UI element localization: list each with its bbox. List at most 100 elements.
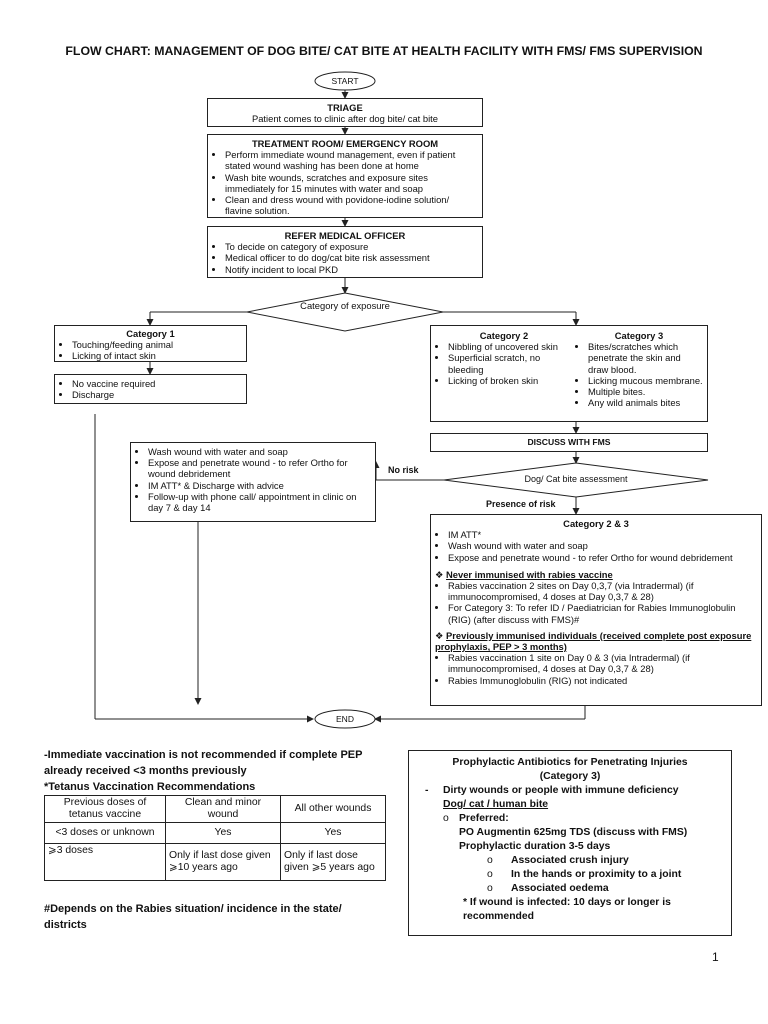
tetanus-heading: *Tetanus Vaccination Recommendations [44, 781, 256, 793]
refer-box: REFER MEDICAL OFFICER To decide on categ… [207, 226, 483, 278]
no-risk-action-box: Wash wound with water and soap Expose an… [130, 442, 376, 522]
category3-heading: Category 3 [614, 330, 664, 341]
antibiotics-dash-text: Dirty wounds or people with immune defic… [443, 785, 679, 796]
category2-item: Superficial scratch, no bleeding [448, 352, 573, 374]
category1-item: Touching/feeding animal [72, 339, 242, 350]
condition-text: In the hands or proximity to a joint [511, 869, 682, 880]
table-header-cell: All other wounds [280, 795, 386, 823]
category2-3-box: Category 2 Nibbling of uncovered skin Su… [430, 325, 708, 422]
circle-bullet-icon: o [487, 855, 493, 866]
category3-item: Multiple bites. [588, 386, 703, 397]
category-decision-diamond [246, 292, 444, 332]
never-immunised-item: Rabies vaccination 2 sites on Day 0,3,7 … [448, 580, 757, 602]
table-cell: <3 doses or unknown [44, 822, 166, 844]
refer-heading: REFER MEDICAL OFFICER [284, 230, 406, 241]
preferred-label: Preferred: [459, 813, 509, 824]
pep-note-line1: -Immediate vaccination is not recommende… [44, 749, 363, 761]
triage-box: TRIAGE Patient comes to clinic after dog… [207, 98, 483, 127]
table-cell: Yes [280, 822, 386, 844]
antibiotics-duration: Prophylactic duration 3-5 days [459, 841, 611, 852]
category1-action-item: No vaccine required [72, 378, 242, 389]
never-immunised-heading: Never immunised with rabies vaccine [446, 568, 613, 580]
end-label: END [336, 714, 354, 724]
never-immunised-item: For Category 3: To refer ID / Paediatric… [448, 602, 757, 624]
antibiotics-heading: Prophylactic Antibiotics for Penetrating… [452, 757, 688, 768]
previously-immunised-heading: Previously immunised individuals (receiv… [435, 629, 752, 653]
table-row: ⩾3 doses Only if last dose given ⩾10 yea… [44, 843, 386, 881]
category2-item: Licking of broken skin [448, 375, 573, 386]
triage-heading: TRIAGE [327, 102, 363, 113]
diamond-bullet-icon: ❖ [435, 568, 447, 580]
no-risk-item: Expose and penetrate wound - to refer Or… [148, 457, 371, 479]
antibiotics-subheading: (Category 3) [539, 771, 601, 782]
antibiotics-box: Prophylactic Antibiotics for Penetrating… [408, 750, 732, 936]
previously-immunised-item: Rabies Immunoglobulin (RIG) not indicate… [448, 675, 757, 686]
category2-heading: Category 2 [479, 330, 529, 341]
cat23-item: IM ATT* [448, 529, 757, 540]
treatment-item: Perform immediate wound management, even… [225, 149, 478, 171]
antibiotics-dash-item: - Dirty wounds or people with immune defi… [417, 784, 723, 798]
no-risk-item: Follow-up with phone call/ appointment i… [148, 491, 371, 513]
table-cell: Only if last dose given ⩾5 years ago [280, 843, 386, 881]
antibiotics-bite-type: Dog/ cat / human bite [443, 799, 549, 810]
antibiotics-condition: o Associated crush injury [417, 854, 723, 868]
category-decision-label: Category of exposure [300, 300, 390, 311]
category3-item: Any wild animals bites [588, 397, 703, 408]
antibiotics-preferred: o Preferred: [417, 812, 723, 826]
cat23-heading: Category 2 & 3 [563, 518, 629, 529]
start-label: START [331, 76, 359, 86]
table-header-row: Previous doses of tetanus vaccine Clean … [44, 795, 386, 823]
circle-bullet-icon: o [487, 869, 493, 880]
category3-column: Category 3 Bites/scratches which penetra… [575, 330, 703, 408]
triage-text: Patient comes to clinic after dog bite/ … [251, 113, 439, 125]
diamond-bullet-icon: ❖ [435, 629, 447, 641]
category1-action-item: Discharge [72, 389, 242, 400]
cat23-item: Wash wound with water and soap [448, 540, 757, 551]
antibiotics-infected-note: * If wound is infected: 10 days or longe… [463, 897, 671, 922]
treatment-box: TREATMENT ROOM/ EMERGENCY ROOM Perform i… [207, 134, 483, 218]
discuss-fms-box: DISCUSS WITH FMS [430, 433, 708, 452]
cat23-item: Expose and penetrate wound - to refer Or… [448, 552, 757, 563]
category3-item: Bites/scratches which penetrate the skin… [588, 341, 703, 375]
previously-immunised-section: ❖ Previously immunised individuals (rece… [435, 630, 757, 652]
antibiotics-drug: PO Augmentin 625mg TDS (discuss with FMS… [459, 827, 688, 838]
circle-bullet-icon: o [487, 883, 493, 894]
presence-of-risk-label: Presence of risk [486, 499, 556, 509]
antibiotics-condition: o Associated oedema [417, 882, 723, 896]
category2-3-management-box: Category 2 & 3 IM ATT* Wash wound with w… [430, 514, 762, 706]
antibiotics-condition: o In the hands or proximity to a joint [417, 868, 723, 882]
risk-decision-label: Dog/ Cat bite assessment [524, 474, 628, 484]
previously-immunised-item: Rabies vaccination 1 site on Day 0 & 3 (… [448, 652, 757, 674]
page-title: FLOW CHART: MANAGEMENT OF DOG BITE/ CAT … [65, 44, 703, 58]
refer-item: Notify incident to local PKD [225, 264, 478, 275]
table-cell: ⩾3 doses [44, 843, 166, 881]
circle-bullet-icon: o [443, 813, 449, 824]
refer-item: Medical officer to do dog/cat bite risk … [225, 252, 478, 263]
end-terminal [314, 709, 376, 729]
refer-item: To decide on category of exposure [225, 241, 478, 252]
never-immunised-section: ❖ Never immunised with rabies vaccine [435, 569, 757, 580]
pep-note-line2: already received <3 months previously [44, 765, 247, 777]
page-number: 1 [712, 950, 719, 964]
category1-box: Category 1 Touching/feeding animal Licki… [54, 325, 247, 362]
table-header-cell: Clean and minor wound [165, 795, 281, 823]
table-cell: Yes [165, 822, 281, 844]
condition-text: Associated oedema [511, 883, 609, 894]
no-risk-item: Wash wound with water and soap [148, 446, 371, 457]
treatment-item: Clean and dress wound with povidone-iodi… [225, 194, 478, 216]
pep-note: -Immediate vaccination is not recommende… [44, 747, 384, 795]
no-risk-label: No risk [388, 465, 419, 475]
category2-column: Category 2 Nibbling of uncovered skin Su… [435, 330, 573, 386]
treatment-heading: TREATMENT ROOM/ EMERGENCY ROOM [251, 138, 439, 149]
category1-item: Licking of intact skin [72, 350, 242, 361]
rabies-footnote: #Depends on the Rabies situation/ incide… [44, 903, 342, 931]
tetanus-table: Previous doses of tetanus vaccine Clean … [44, 795, 386, 881]
treatment-item: Wash bite wounds, scratches and exposure… [225, 172, 478, 194]
category3-item: Licking mucous membrane. [588, 375, 703, 386]
category1-action-box: No vaccine required Discharge [54, 374, 247, 404]
condition-text: Associated crush injury [511, 855, 629, 866]
dash-bullet-icon: - [425, 785, 429, 796]
category1-heading: Category 1 [126, 328, 175, 339]
table-header-cell: Previous doses of tetanus vaccine [44, 795, 166, 823]
